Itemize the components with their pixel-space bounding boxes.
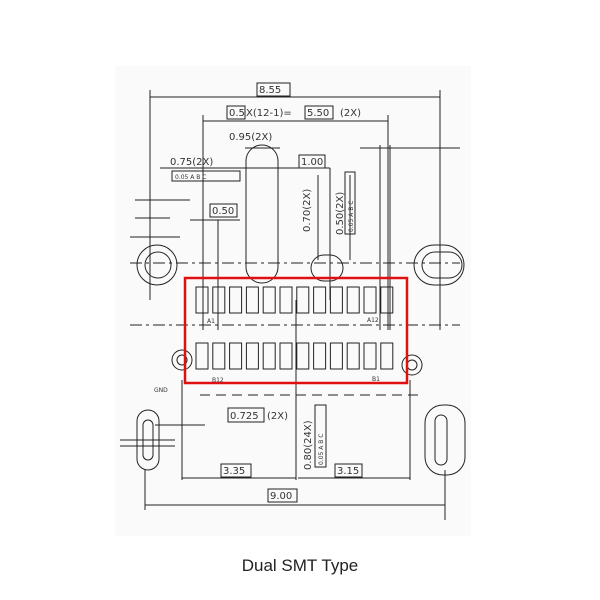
pad: [296, 342, 310, 370]
pad: [313, 286, 327, 314]
pad-array: [195, 286, 394, 370]
dim-0.50: 0.50: [212, 206, 234, 217]
dim-0.725: 0.725: [230, 411, 259, 422]
dim-0.80: 0.80(24X): [303, 420, 314, 470]
pad: [212, 342, 226, 370]
dim-8.55: 8.55: [259, 85, 281, 96]
dim-5.50: 5.50: [307, 108, 329, 119]
dim-0.725-qty: (2X): [267, 411, 288, 422]
pin-b1: B1: [372, 376, 380, 383]
pad: [212, 286, 226, 314]
pad: [262, 342, 276, 370]
dim-0.70: 0.70(2X): [302, 189, 313, 232]
caption: Dual SMT Type: [241, 556, 359, 575]
pad: [329, 342, 343, 370]
tolerance-b: 0.05 A B C: [348, 201, 355, 233]
pad: [279, 286, 293, 314]
dim-3.35: 3.35: [223, 466, 245, 477]
pad: [380, 286, 394, 314]
pad: [229, 286, 243, 314]
dim-pitch: 0.5: [229, 108, 245, 119]
pad: [329, 286, 343, 314]
pad: [195, 286, 209, 314]
dim-5.50-qty: (2X): [340, 108, 361, 119]
pin-b12: B12: [212, 377, 224, 384]
pad: [380, 342, 394, 370]
dim-3.15: 3.15: [337, 466, 359, 477]
slot-left: [245, 144, 279, 284]
pad: [262, 286, 276, 314]
pad: [346, 342, 360, 370]
dim-1.00: 1.00: [301, 157, 323, 168]
drawing-panel: [115, 66, 471, 536]
pad: [363, 286, 377, 314]
pin-a12: A12: [367, 317, 379, 324]
pad: [296, 286, 310, 314]
pad: [346, 286, 360, 314]
dim-0.95: 0.95(2X): [229, 132, 272, 143]
pad: [195, 342, 209, 370]
dim-0.50-2x: 0.50(2X): [335, 192, 346, 235]
pad: [363, 342, 377, 370]
pad: [279, 342, 293, 370]
pad: [229, 342, 243, 370]
pad: [245, 342, 259, 370]
dim-0.75: 0.75(2X): [170, 157, 213, 168]
tolerance-a: 0.05 A B C: [175, 174, 207, 181]
slot-right: [310, 254, 344, 282]
dim-9.00: 9.00: [270, 491, 292, 502]
dim-pitch-formula: X(12-1)=: [246, 108, 292, 119]
tolerance-c: 0.05 A B C: [318, 434, 325, 466]
highlight-box: [183, 276, 409, 385]
pad: [245, 286, 259, 314]
pin-gnd: GND: [154, 387, 168, 394]
pad: [313, 342, 327, 370]
pin-a1: A1: [207, 318, 215, 325]
